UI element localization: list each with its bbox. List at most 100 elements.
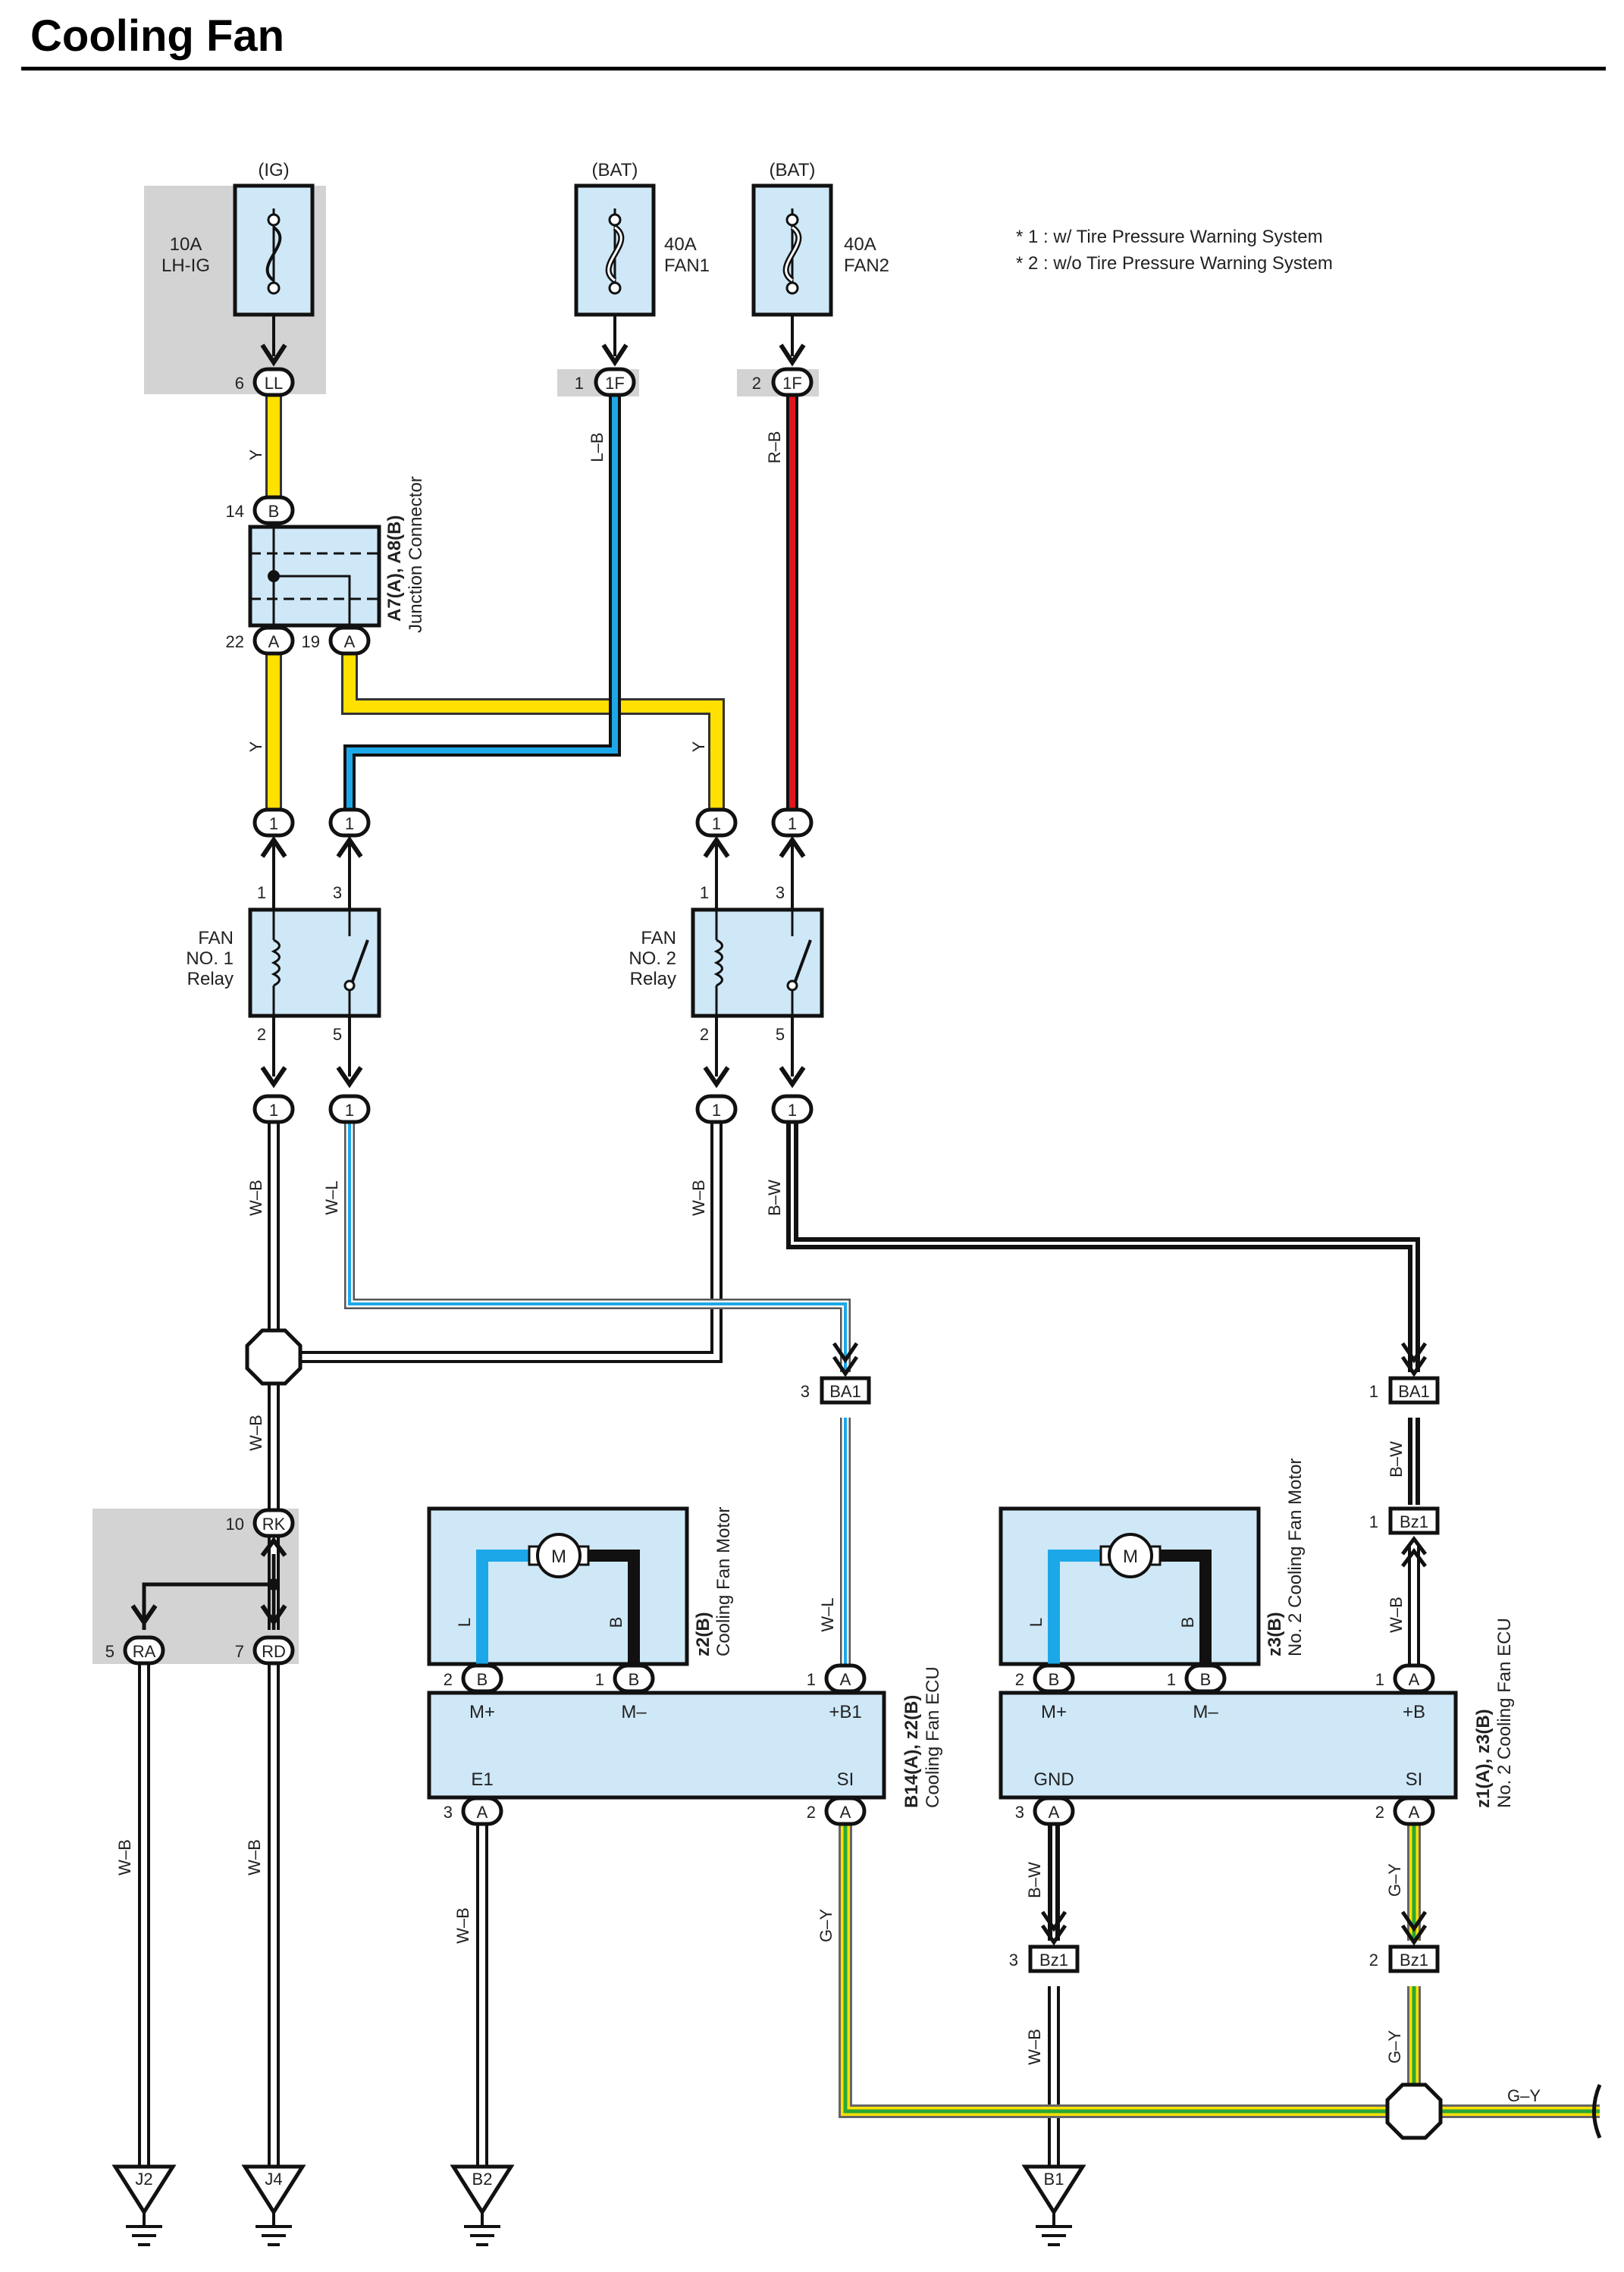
svg-text:19: 19	[302, 632, 320, 651]
svg-text:1F: 1F	[782, 374, 802, 393]
svg-text:1: 1	[700, 883, 709, 902]
label-wire-wb-j4: W–B	[245, 1839, 264, 1876]
svg-text:A: A	[1049, 1803, 1060, 1822]
fuse-fan1-name: FAN1	[664, 255, 710, 276]
wire-lb	[343, 394, 621, 811]
svg-text:6: 6	[235, 374, 244, 393]
svg-text:NO. 1: NO. 1	[186, 948, 234, 969]
label-wire-wb-1: W–B	[246, 1180, 265, 1216]
pin-fan2-1f: 1F 2	[752, 367, 814, 397]
svg-text:FAN: FAN	[641, 928, 676, 948]
conn-r1-top-1: 1	[252, 807, 295, 910]
svg-text:2: 2	[700, 1025, 709, 1044]
svg-text:B: B	[1200, 1670, 1212, 1689]
svg-text:3: 3	[801, 1382, 810, 1401]
svg-text:2: 2	[444, 1670, 453, 1689]
svg-text:B: B	[477, 1670, 488, 1689]
page-title: Cooling Fan	[30, 11, 285, 61]
svg-text:5: 5	[105, 1642, 114, 1661]
svg-text:J4: J4	[265, 2170, 282, 2189]
splice-gy	[1385, 2082, 1443, 2140]
conn-r2-top-3: 1	[771, 807, 814, 910]
svg-text:Cooling Fan ECU: Cooling Fan ECU	[923, 1666, 943, 1808]
svg-text:L: L	[1027, 1618, 1046, 1627]
svg-text:2: 2	[752, 374, 761, 393]
svg-text:22: 22	[226, 632, 244, 651]
label-wire-wb-3: W–B	[246, 1415, 265, 1451]
wire-bw	[786, 1122, 1420, 1372]
conn-ba1-right: BA1 1	[1369, 1342, 1440, 1405]
svg-text:A: A	[1409, 1670, 1420, 1689]
label-wire-bw-3: B–W	[1025, 1862, 1044, 1898]
svg-text:7: 7	[235, 1642, 244, 1661]
svg-text:B: B	[607, 1617, 625, 1628]
label-wire-gy-4: G–Y	[1507, 2086, 1541, 2105]
svg-text:M: M	[1123, 1547, 1138, 1567]
conn-bz1-gnd: Bz1 3	[1009, 1910, 1080, 1973]
svg-text:RD: RD	[262, 1642, 286, 1661]
wire-y-relay2	[341, 650, 725, 811]
svg-text:B: B	[268, 502, 280, 521]
svg-text:5: 5	[333, 1025, 342, 1044]
label-wire-y-1: Y	[246, 449, 265, 460]
conn-rk: RK 10	[130, 1508, 295, 1627]
label-wire-wb-2: W–B	[689, 1180, 708, 1216]
svg-text:1: 1	[269, 1101, 278, 1120]
svg-text:A: A	[268, 632, 280, 651]
wire-rk-split	[142, 1554, 276, 1630]
svg-text:z3(B): z3(B)	[1265, 1612, 1285, 1656]
label-wire-wb-4: W–B	[1387, 1597, 1406, 1633]
svg-text:Relay: Relay	[630, 969, 676, 989]
svg-text:1: 1	[1369, 1512, 1378, 1531]
svg-text:M+: M+	[469, 1702, 495, 1722]
fuse-fan1: (BAT) 40A FAN1	[574, 160, 710, 367]
ground-j4: J4	[241, 2164, 306, 2246]
svg-text:BA1: BA1	[1398, 1382, 1430, 1401]
svg-text:1: 1	[575, 374, 584, 393]
label-wire-wl-1: W–L	[322, 1180, 341, 1214]
fan-no2-relay: 1 3 2 5 FAN NO. 2 Relay	[629, 883, 824, 1044]
svg-text:2: 2	[257, 1025, 266, 1044]
label-wire-wl-2: W–L	[818, 1597, 837, 1631]
svg-text:10: 10	[226, 1515, 244, 1534]
svg-text:2: 2	[1375, 1803, 1384, 1822]
fuse-fan1-rating: 40A	[664, 234, 697, 255]
svg-text:1: 1	[1375, 1670, 1384, 1689]
svg-text:E1: E1	[471, 1769, 493, 1790]
svg-text:+B: +B	[1403, 1702, 1425, 1722]
svg-text:No. 2 Cooling Fan ECU: No. 2 Cooling Fan ECU	[1494, 1618, 1515, 1808]
cooling-fan-ecu-1: B 2 B 1 A 1 M+ M– +B1 E1 SI A 3 A 2 B14(…	[427, 1663, 943, 1826]
fuse-fan1-source: (BAT)	[592, 160, 638, 180]
note-1: * 1 : w/ Tire Pressure Warning System	[1016, 227, 1323, 247]
svg-text:Bz1: Bz1	[1039, 1951, 1068, 1970]
svg-text:z2(B): z2(B)	[693, 1612, 713, 1656]
pin-ll: LL 6	[235, 367, 295, 397]
label-wire-lb: L–B	[588, 432, 607, 462]
fuse-fan2-rating: 40A	[844, 234, 876, 255]
ground-b2: B2	[450, 2164, 515, 2246]
svg-text:NO. 2: NO. 2	[629, 948, 676, 969]
svg-text:1: 1	[788, 814, 797, 833]
svg-text:J2: J2	[135, 2170, 152, 2189]
ground-j2: J2	[111, 2164, 177, 2246]
svg-text:No. 2 Cooling Fan Motor: No. 2 Cooling Fan Motor	[1285, 1459, 1306, 1656]
svg-text:1: 1	[257, 883, 266, 902]
ground-b1: B1	[1021, 2164, 1086, 2246]
label-wire-gy-1: G–Y	[817, 1909, 836, 1942]
svg-text:M+: M+	[1041, 1702, 1067, 1722]
svg-text:B: B	[1178, 1617, 1197, 1628]
svg-text:B14(A), z2(B): B14(A), z2(B)	[901, 1695, 922, 1808]
fuse-fan2-name: FAN2	[844, 255, 889, 276]
svg-text:2: 2	[807, 1803, 816, 1822]
svg-text:1: 1	[788, 1101, 797, 1120]
conn-bz1-top: Bz1 1	[1369, 1506, 1440, 1568]
svg-text:A: A	[477, 1803, 488, 1822]
svg-text:2: 2	[1369, 1951, 1378, 1970]
conn-r2-top-1: 1	[695, 807, 738, 910]
svg-text:1: 1	[345, 1101, 354, 1120]
svg-text:M–: M–	[621, 1702, 647, 1722]
svg-text:SI: SI	[1406, 1769, 1423, 1790]
svg-text:A: A	[840, 1803, 851, 1822]
label-wire-y-3: Y	[689, 741, 708, 752]
